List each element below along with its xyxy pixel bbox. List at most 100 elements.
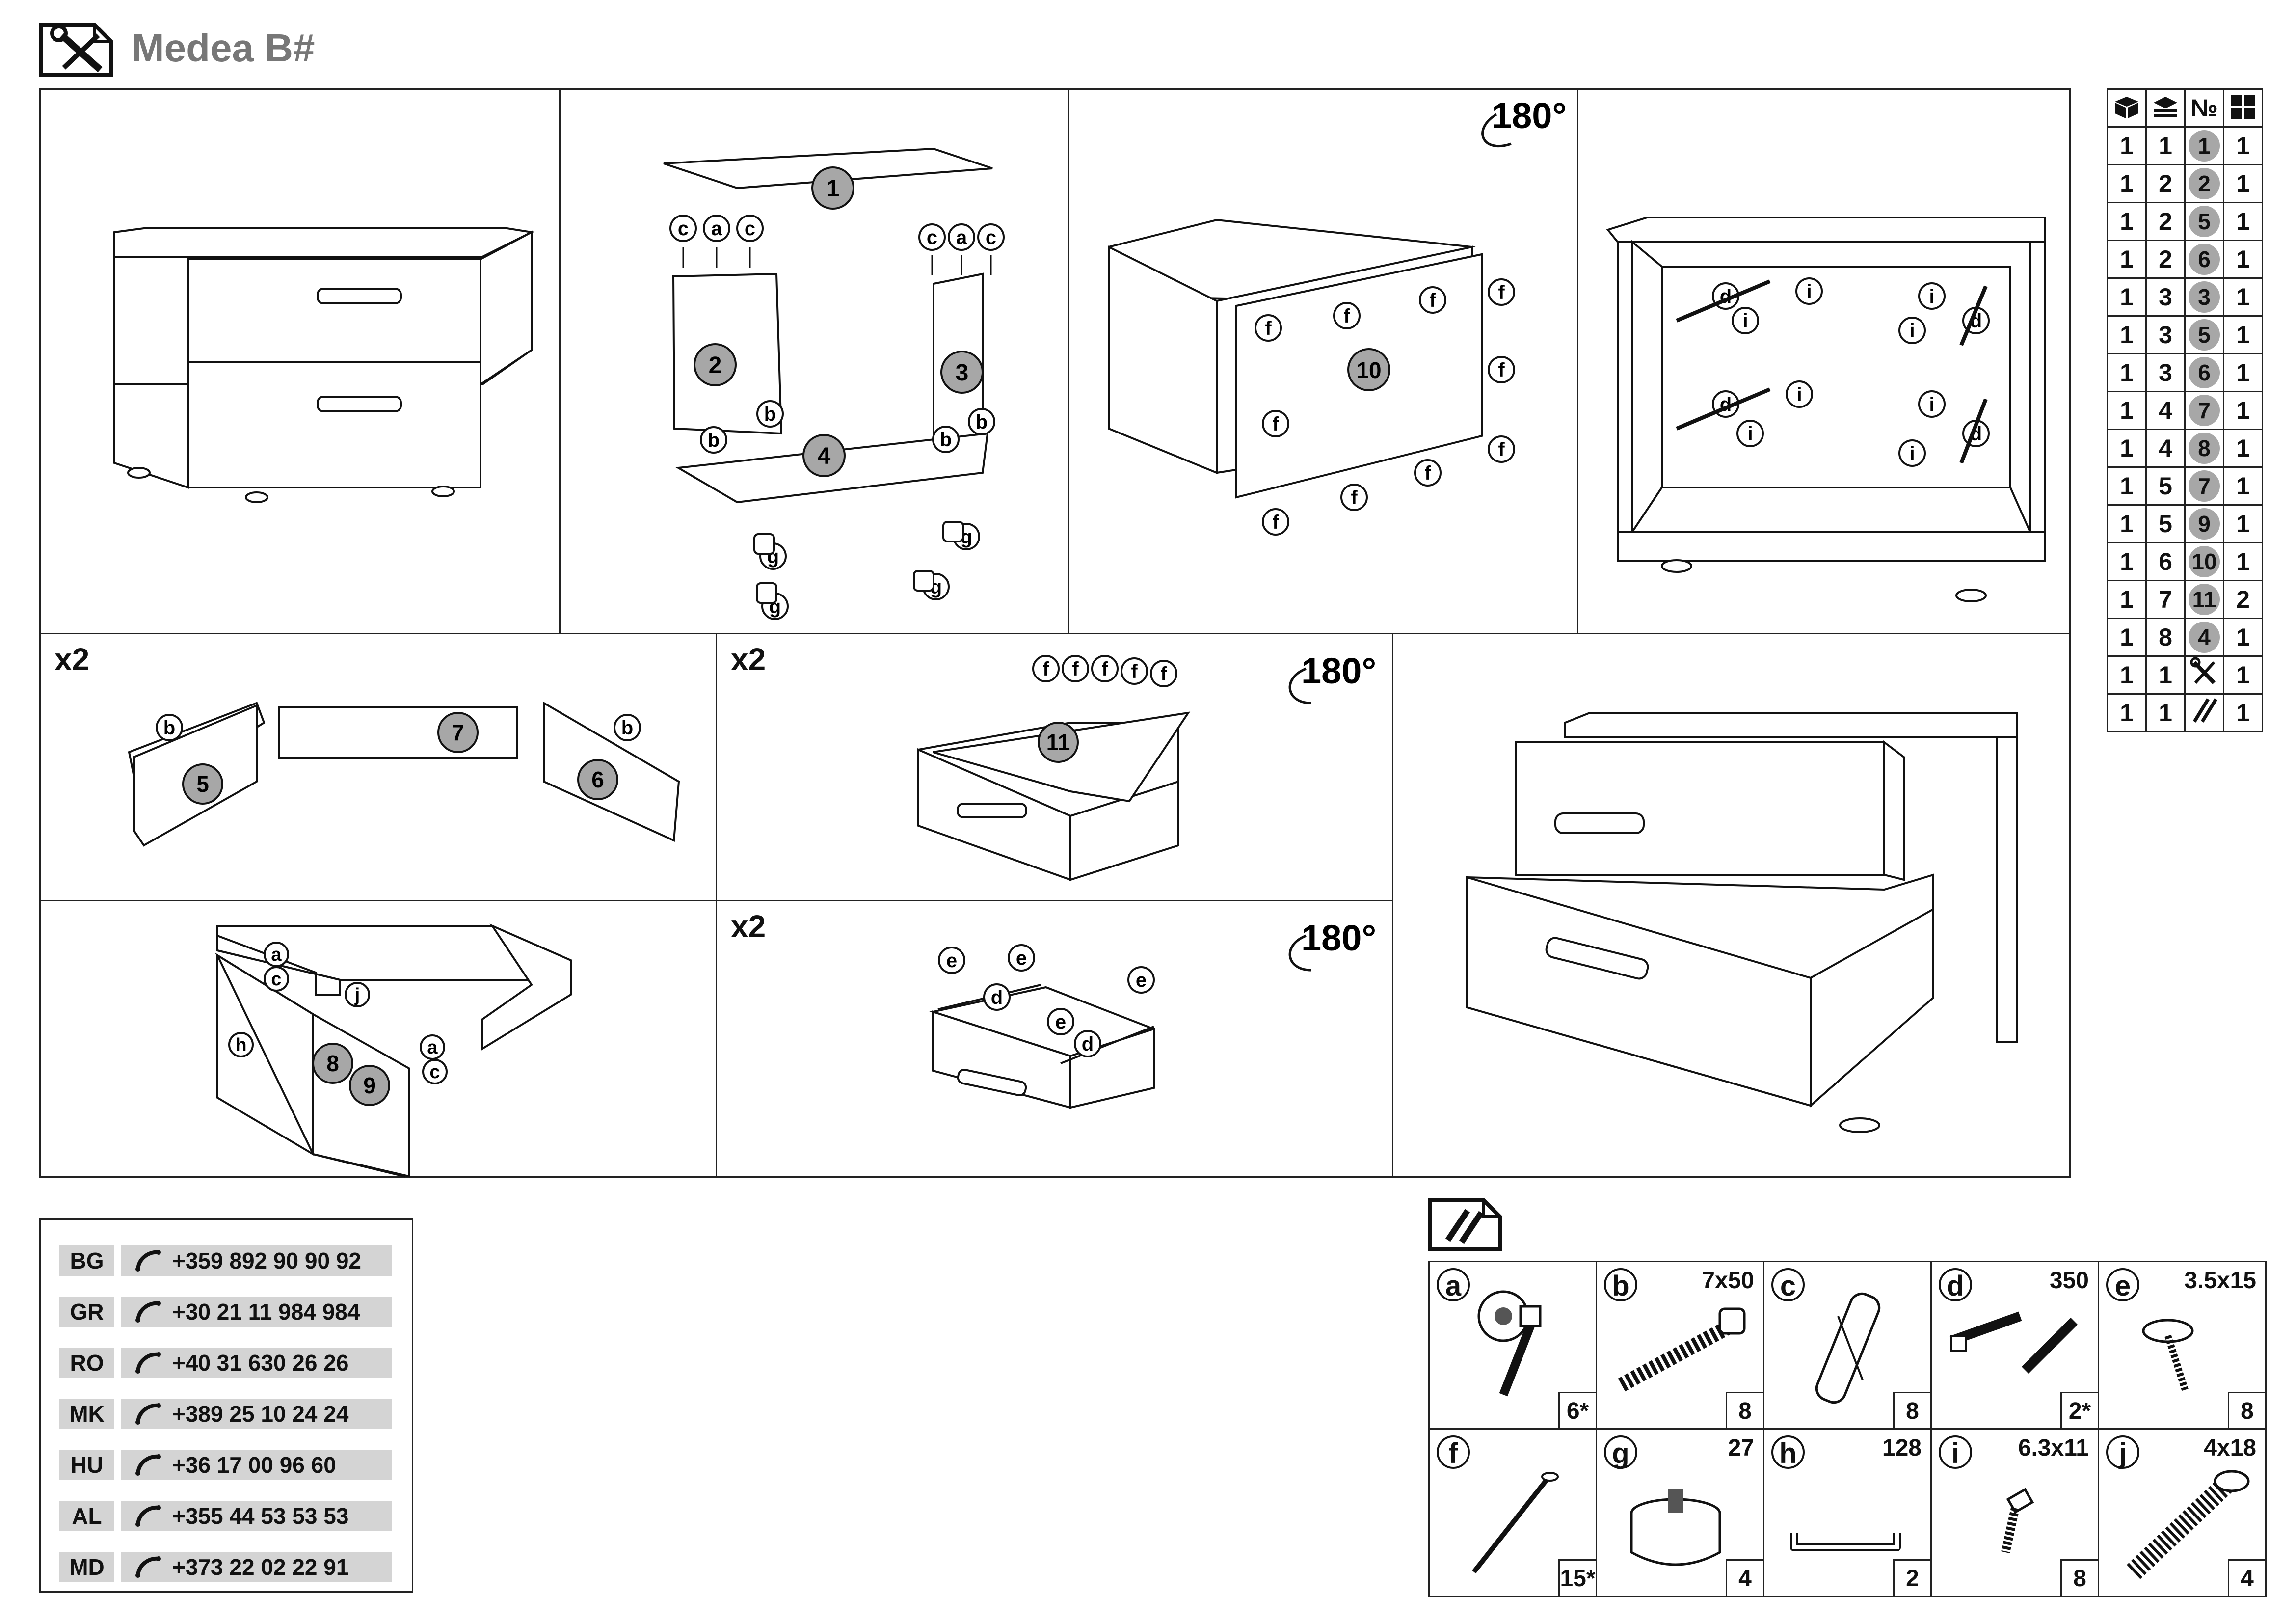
hardware-size: 7x50 <box>1702 1268 1754 1294</box>
stack-number: 3 <box>2145 315 2186 354</box>
stack-number: 1 <box>2145 126 2186 165</box>
svg-text:b: b <box>163 717 175 739</box>
stack-number: 2 <box>2145 164 2186 203</box>
step-carcass-assembly: 1 2 3 4 c a c c a c b b b b g g g g <box>559 88 1069 634</box>
svg-text:f: f <box>1429 290 1436 311</box>
package-count: 1 <box>2107 353 2147 392</box>
part-label-1: 1 <box>827 176 840 202</box>
svg-text:f: f <box>1498 359 1505 381</box>
furniture-foot-icon <box>1630 1489 1721 1566</box>
phone-number: +373 22 02 22 91 <box>172 1554 349 1580</box>
part-number: 2 <box>2184 164 2224 203</box>
package-count: 1 <box>2107 126 2147 165</box>
part-label-2: 2 <box>709 352 722 379</box>
cam-lock-icon <box>1477 1290 1542 1397</box>
svg-text:10: 10 <box>1356 357 1381 383</box>
part-number: 7 <box>2184 466 2224 506</box>
svg-text:f: f <box>1042 658 1049 680</box>
hardware-letter: e <box>2106 1268 2139 1302</box>
drawer-slides-drawing: 180° e e d e d e <box>929 918 1376 1109</box>
hardware-letter: f <box>1437 1435 1470 1469</box>
phone-number-field[interactable]: +30 21 11 984 984 <box>121 1297 392 1327</box>
step-drawer-front: 8 9 a c j h a c <box>39 900 717 1178</box>
hardware-quantity: 8 <box>2228 1392 2265 1428</box>
part-number: 1 <box>2184 126 2224 165</box>
confirmat-screw-icon <box>1618 1307 1746 1392</box>
svg-text:i: i <box>1806 281 1812 302</box>
svg-text:b: b <box>764 404 776 425</box>
part-quantity: 1 <box>2223 353 2263 392</box>
nail-icon <box>1472 1472 1559 1574</box>
hardware-size: 3.5x15 <box>2184 1268 2256 1294</box>
hardware-quantity: 15* <box>1558 1559 1596 1596</box>
hardware-quantity: 8 <box>1893 1392 1930 1428</box>
svg-text:h: h <box>235 1035 246 1056</box>
phone-number: +30 21 11 984 984 <box>172 1299 360 1325</box>
country-code: MK <box>59 1399 114 1429</box>
svg-text:i: i <box>1929 394 1934 415</box>
svg-text:11: 11 <box>1046 730 1070 755</box>
rotate-label: 180° <box>1492 95 1567 136</box>
stack-number: 1 <box>2145 693 2186 732</box>
part-quantity: 1 <box>2223 277 2263 317</box>
carcass-drawing: 1 2 3 4 c a c c a c b b b b g g g g <box>663 147 1005 620</box>
svg-text:f: f <box>1498 439 1505 460</box>
phone-icon <box>135 1454 161 1476</box>
stack-number: 8 <box>2145 618 2186 657</box>
dimensions-icon <box>2223 88 2263 128</box>
svg-text:c: c <box>986 227 996 248</box>
phone-number-field[interactable]: +355 44 53 53 53 <box>121 1501 392 1531</box>
part-number-badge: 9 <box>2189 508 2220 540</box>
svg-text:f: f <box>1160 663 1167 685</box>
svg-text:e: e <box>1136 970 1147 991</box>
part-number: 9 <box>2184 504 2224 543</box>
phone-number-field[interactable]: +359 892 90 90 92 <box>121 1245 392 1276</box>
country-code: GR <box>59 1297 114 1327</box>
hardware-icon <box>2193 698 2217 723</box>
phone-number-field[interactable]: +373 22 02 22 91 <box>121 1552 392 1582</box>
step-finished-product <box>39 88 561 634</box>
multiplier-label: x2 <box>54 642 90 677</box>
phone-number-field[interactable]: +36 17 00 96 60 <box>121 1450 392 1480</box>
part-number-badge: 3 <box>2189 281 2220 313</box>
package-count: 1 <box>2107 315 2147 354</box>
hardware-quantity: 2* <box>2060 1392 2098 1428</box>
hardware-quantity: 8 <box>2060 1559 2098 1596</box>
stack-number: 2 <box>2145 240 2186 279</box>
part-quantity: 1 <box>2223 240 2263 279</box>
package-count: 1 <box>2107 277 2147 317</box>
country-code: RO <box>59 1348 114 1378</box>
svg-text:5: 5 <box>196 771 209 797</box>
phone-number: +389 25 10 24 24 <box>172 1401 349 1427</box>
stack-number: 4 <box>2145 429 2186 468</box>
svg-text:f: f <box>1272 512 1279 533</box>
phone-icon <box>135 1301 161 1323</box>
svg-text:d: d <box>991 987 1003 1008</box>
phone-number-field[interactable]: +40 31 630 26 26 <box>121 1348 392 1378</box>
phone-number-field[interactable]: +389 25 10 24 24 <box>121 1399 392 1429</box>
part-number-badge: 5 <box>2189 206 2220 237</box>
hardware-quantity: 4 <box>2228 1559 2265 1596</box>
svg-text:180°: 180° <box>1301 650 1376 691</box>
phone-number: +355 44 53 53 53 <box>172 1503 349 1529</box>
part-number: 5 <box>2184 202 2224 241</box>
part-quantity: 1 <box>2223 466 2263 506</box>
part-quantity: 1 <box>2223 693 2263 732</box>
part-quantity: 1 <box>2223 429 2263 468</box>
package-count: 1 <box>2107 580 2147 619</box>
part-quantity: 1 <box>2223 164 2263 203</box>
hardware-size: 350 <box>2049 1268 2089 1294</box>
euro-screw-icon <box>2001 1488 2034 1553</box>
part-number: 8 <box>2184 429 2224 468</box>
